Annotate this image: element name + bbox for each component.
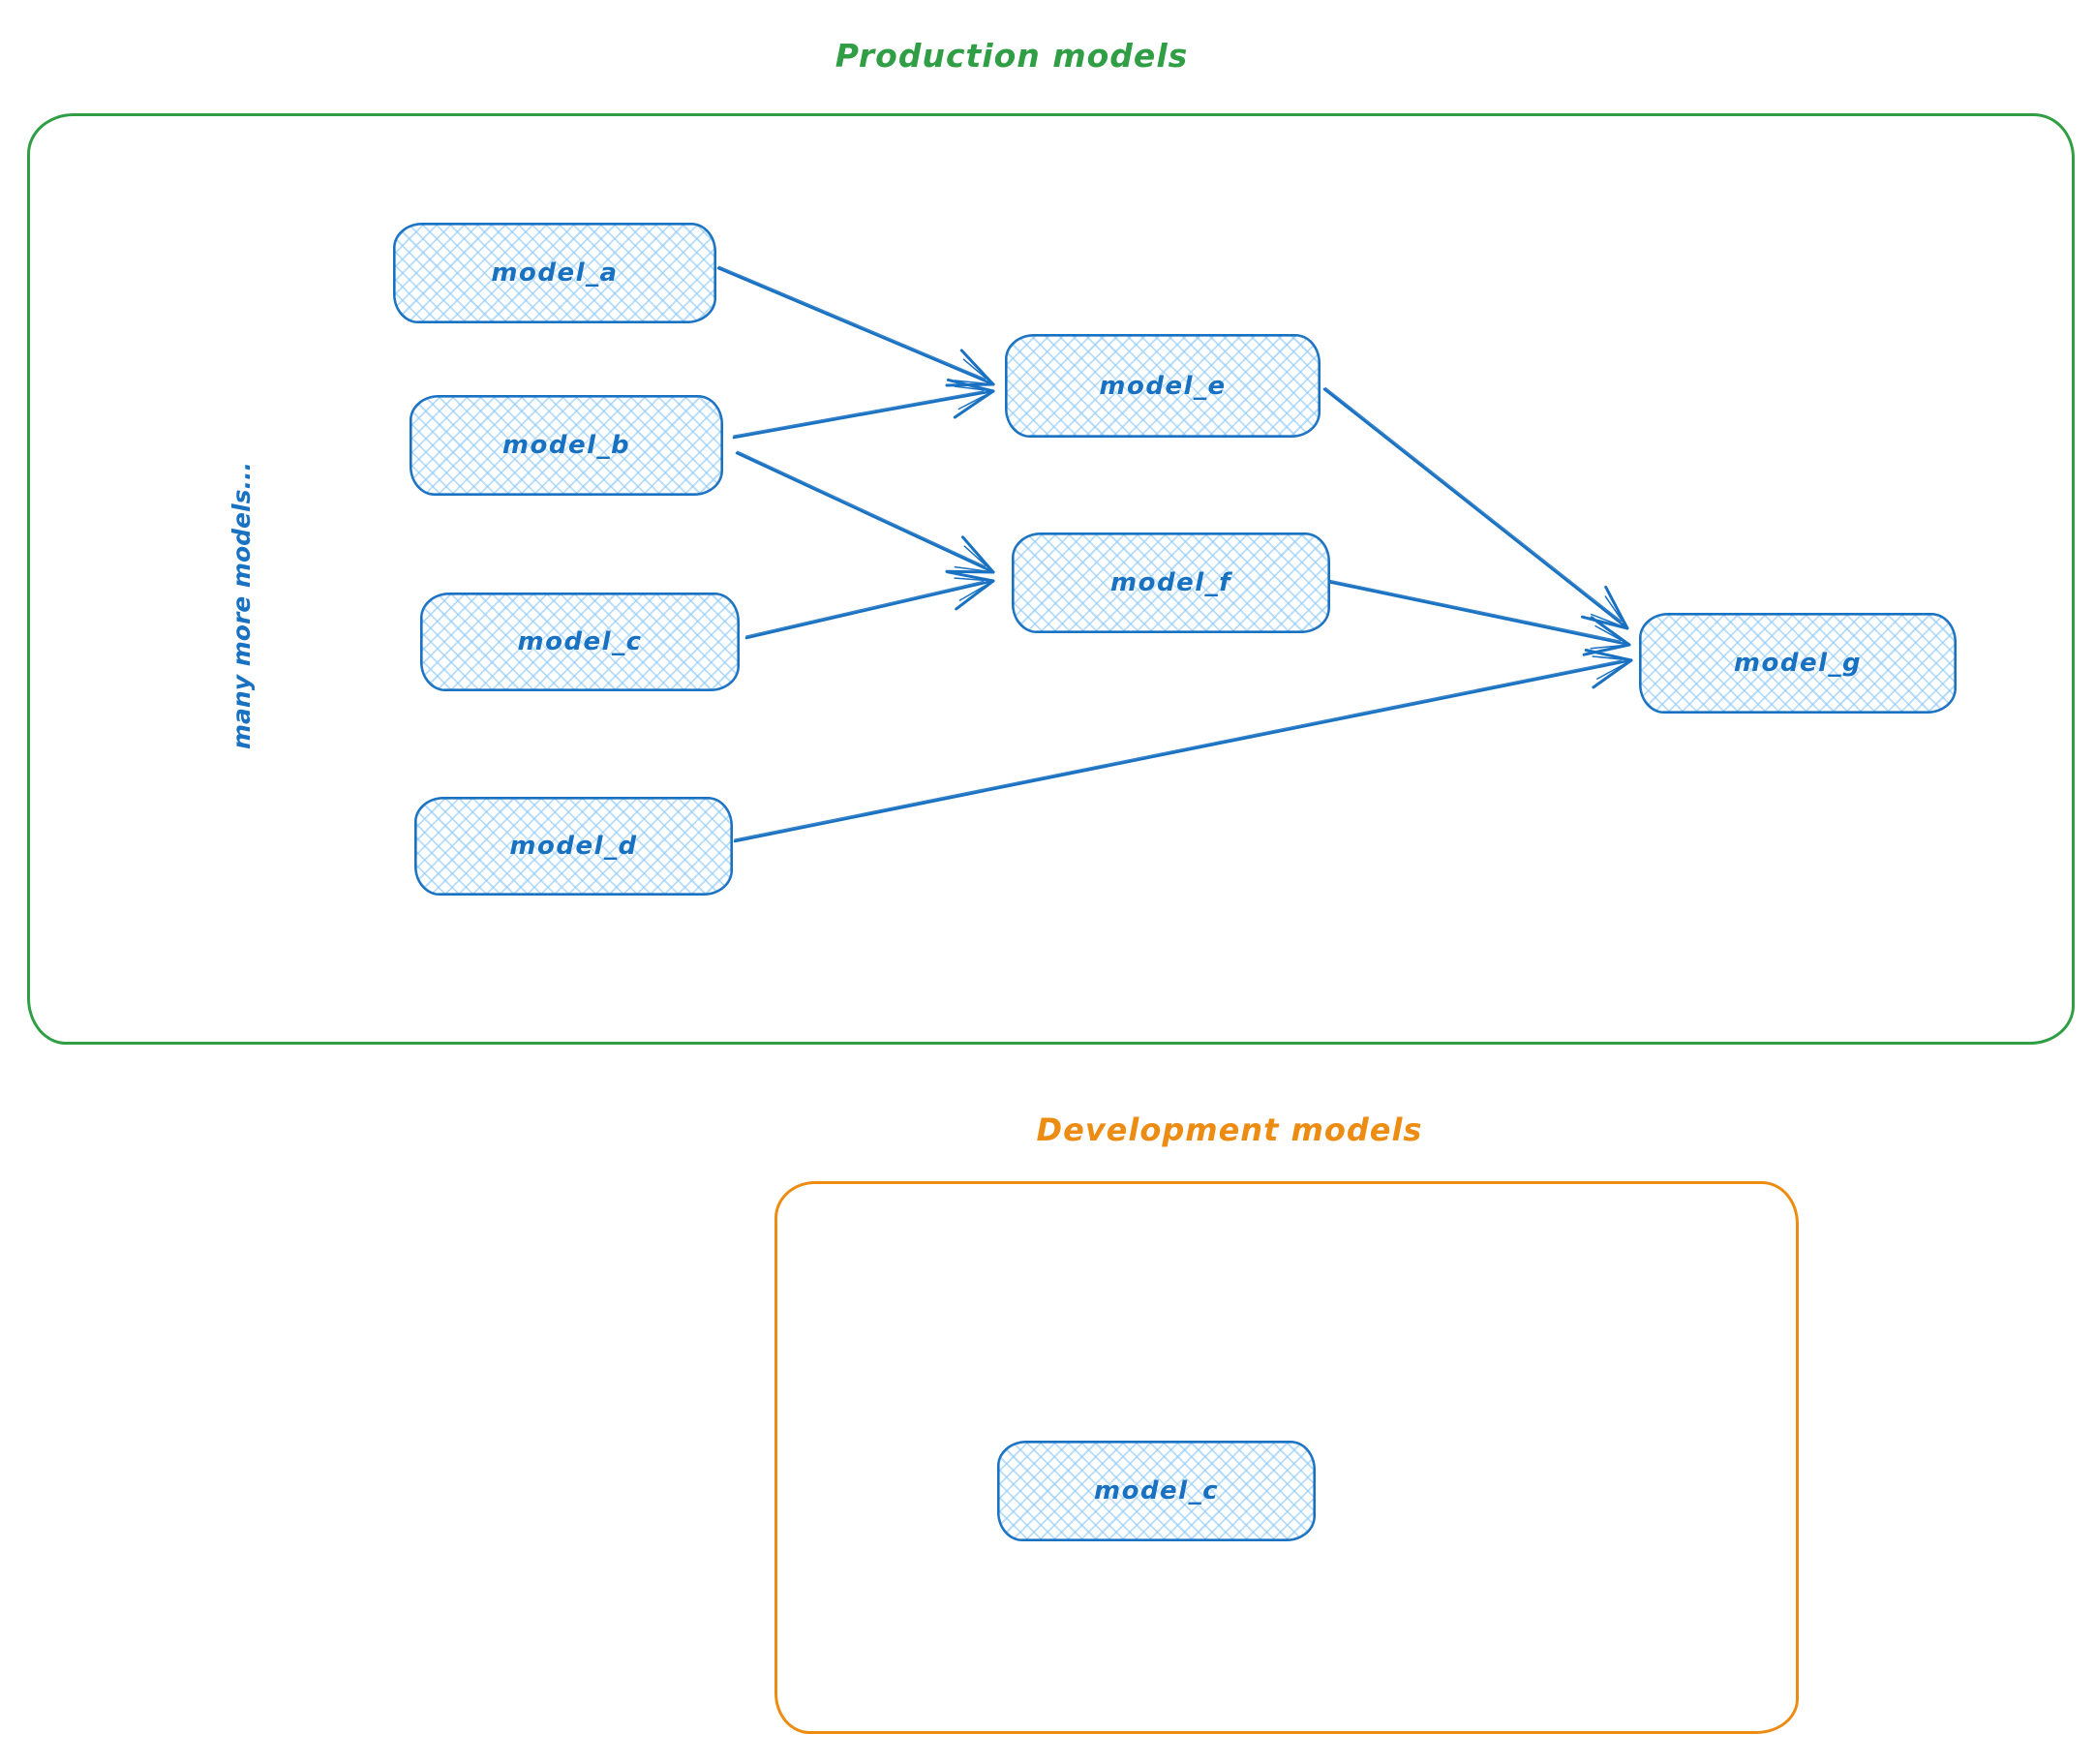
production-group-title: Production models	[835, 37, 1189, 75]
node-model-c-dev-label: model_c	[1093, 1476, 1220, 1505]
node-model-f: model_f	[1012, 532, 1330, 633]
node-model-d-label: model_d	[509, 832, 638, 861]
node-model-c: model_c	[420, 593, 740, 691]
node-model-g: model_g	[1639, 613, 1957, 714]
node-model-a-label: model_a	[491, 259, 619, 288]
node-model-g-label: model_g	[1733, 649, 1863, 678]
node-model-e-label: model_e	[1099, 371, 1227, 401]
node-model-c-label: model_c	[517, 627, 643, 656]
production-group-box	[27, 113, 2075, 1045]
node-model-b-label: model_b	[501, 431, 631, 460]
node-model-a: model_a	[393, 223, 716, 323]
node-model-d: model_d	[414, 797, 733, 896]
many-more-models-note: many more models...	[228, 462, 256, 749]
node-model-c-dev: model_c	[997, 1441, 1316, 1541]
node-model-b: model_b	[410, 395, 723, 496]
node-model-f-label: model_f	[1110, 568, 1231, 597]
development-group-box	[774, 1181, 1799, 1734]
development-group-title: Development models	[1036, 1111, 1423, 1148]
node-model-e: model_e	[1005, 334, 1321, 438]
